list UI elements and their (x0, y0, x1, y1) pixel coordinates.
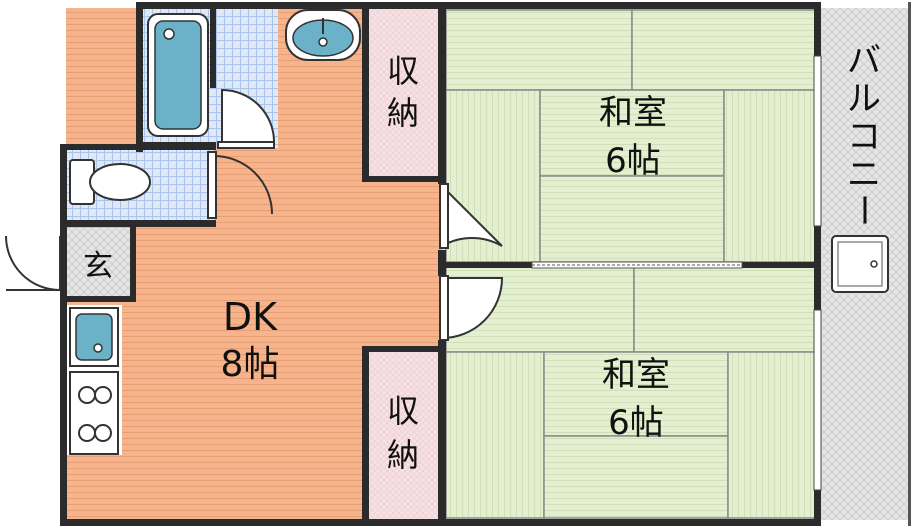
stove-burner-icon (69, 371, 119, 455)
balcony-char-1: バ (847, 41, 881, 81)
washitsu-top-name: 和室 (599, 93, 667, 133)
washitsu-bottom-name: 和室 (602, 355, 670, 395)
washbasin-icon (285, 9, 361, 61)
entrance-label: 玄 (83, 249, 113, 284)
balcony-char-4: ニ (847, 155, 881, 195)
dk-name: DK (223, 295, 278, 339)
washitsu-top-size: 6帖 (605, 141, 661, 181)
fusuma-divider (531, 261, 743, 269)
balcony-char-3: コ (847, 117, 881, 157)
closet-bottom-line2: 納 (387, 436, 419, 474)
closet-bottom-floor (366, 350, 440, 520)
balcony-char-5: ー (843, 193, 883, 227)
closet-top-floor (366, 8, 440, 180)
dk-size: 8帖 (221, 344, 280, 385)
kitchen-sink-icon (69, 307, 119, 367)
balcony-char-2: ル (847, 79, 881, 119)
closet-top-line1: 収 (387, 52, 419, 90)
toilet-icon (69, 159, 151, 205)
tatami-bottom (445, 265, 819, 519)
closet-top-line2: 納 (387, 94, 419, 132)
walls (60, 2, 911, 526)
balcony-windows (813, 55, 822, 491)
ac-unit-icon (831, 235, 889, 293)
bathtub-icon (147, 13, 209, 137)
balcony-label: バ ル コ ニ ー (843, 41, 883, 227)
closet-bottom-line1: 収 (387, 392, 419, 430)
door-leaves (207, 141, 449, 341)
washitsu-bottom-size: 6帖 (608, 403, 664, 443)
entrance-floor (66, 228, 132, 298)
tatami-top (445, 9, 819, 263)
